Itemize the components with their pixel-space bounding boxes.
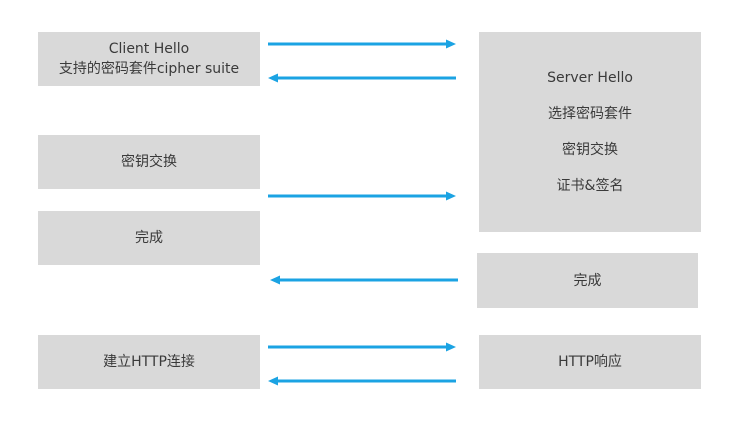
arrow-http-response bbox=[268, 376, 456, 386]
server-hello-box: Server Hello 选择密码套件 密钥交换 证书&签名 bbox=[479, 32, 701, 232]
client-http-request-label: 建立HTTP连接 bbox=[103, 354, 195, 370]
server-http-response-label: HTTP响应 bbox=[558, 354, 622, 370]
arrow-client-hello bbox=[268, 39, 456, 49]
arrow-client-key-exchange bbox=[268, 191, 456, 201]
client-cipher-suites-label: 支持的密码套件cipher suite bbox=[58, 61, 240, 77]
server-key-exchange-label: 密钥交换 bbox=[562, 142, 618, 158]
client-finished-label: 完成 bbox=[135, 230, 163, 246]
server-certificate-label: 证书&签名 bbox=[556, 178, 624, 194]
server-http-response-box: HTTP响应 bbox=[479, 335, 701, 389]
arrow-http-request bbox=[268, 342, 456, 352]
client-finished-box: 完成 bbox=[38, 211, 260, 265]
client-key-exchange-label: 密钥交换 bbox=[121, 154, 177, 170]
arrow-server-hello bbox=[268, 73, 456, 83]
server-finished-box: 完成 bbox=[477, 253, 698, 308]
server-select-cipher-label: 选择密码套件 bbox=[548, 106, 632, 122]
server-finished-label: 完成 bbox=[573, 272, 602, 289]
server-hello-title: Server Hello bbox=[547, 70, 633, 86]
client-hello-title: Client Hello bbox=[108, 41, 190, 57]
client-http-request-box: 建立HTTP连接 bbox=[38, 335, 260, 389]
client-hello-box: Client Hello 支持的密码套件cipher suite bbox=[38, 32, 260, 86]
arrow-server-finished bbox=[270, 275, 458, 285]
client-key-exchange-box: 密钥交换 bbox=[38, 135, 260, 189]
